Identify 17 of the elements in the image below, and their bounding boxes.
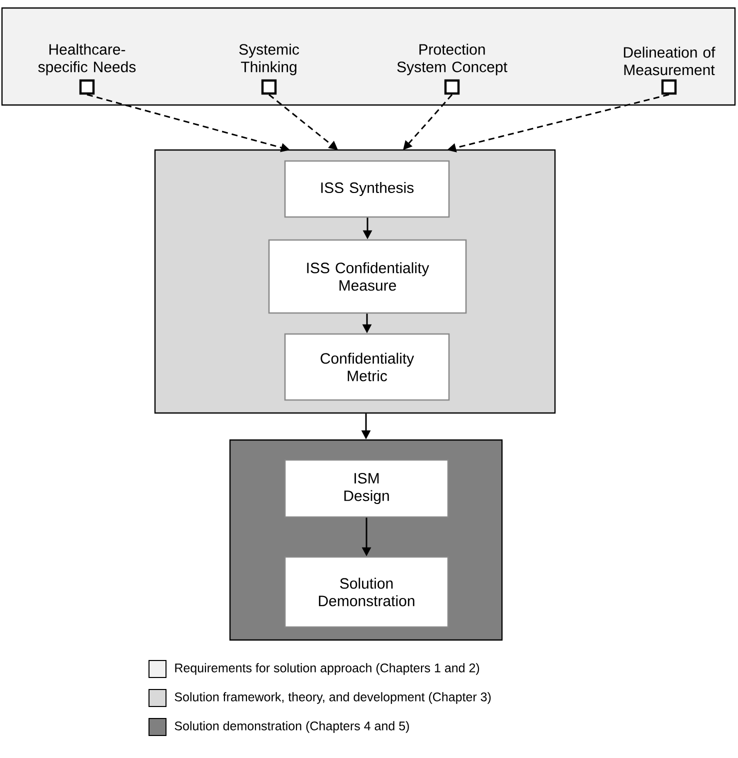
node-label: Healthcare-specific Needs <box>38 44 136 76</box>
legend-item: Solution demonstration (Chapters 4 and 5) <box>148 718 409 736</box>
process-box: ISM Design <box>284 459 449 518</box>
process-box: ISS Synthesis <box>284 160 450 218</box>
process-box: Solution Demonstration <box>284 556 449 628</box>
legend-item: Solution framework, theory, and development (Chapter 3) <box>148 689 491 707</box>
labeled-square: Systemic Thinking <box>239 44 300 95</box>
process-box: Confidentiality Metric <box>284 333 450 401</box>
node-label: Systemic Thinking <box>239 44 300 76</box>
panel <box>1 7 736 106</box>
labeled-square: Protection System Concept <box>397 44 508 95</box>
node-label: Protection System Concept <box>397 44 508 76</box>
labeled-square: Healthcare-specific Needs <box>38 44 136 95</box>
legend-item: Requirements for solution approach (Chapters 1 and 2) <box>148 660 480 678</box>
node-label: Delineation of Measurement <box>624 46 716 76</box>
labeled-square: Delineation of Measurement <box>624 46 716 95</box>
process-box: ISS Confidentiality Measure <box>268 239 467 314</box>
